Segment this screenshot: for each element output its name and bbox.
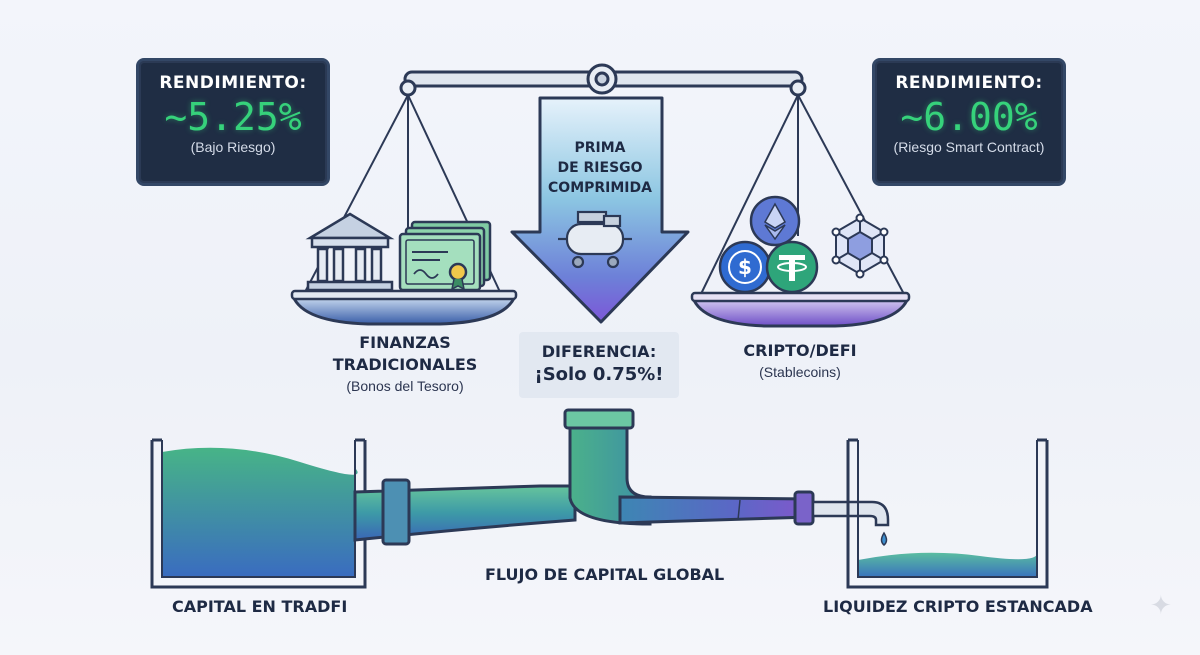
compressor-icon <box>558 210 632 269</box>
pipe-flange-left <box>381 478 411 546</box>
balance-scale <box>304 63 906 297</box>
water-drop-icon <box>880 531 888 546</box>
risk-premium-text: PRIMA DE RIESGO COMPRIMIDA <box>545 138 655 198</box>
svg-text:$: $ <box>738 255 752 279</box>
right-yield-panel: RENDIMIENTO: ~6.00% (Riesgo Smart Contra… <box>872 58 1066 186</box>
tether-icon <box>765 240 819 294</box>
pipe-spout <box>811 500 890 527</box>
risk-premium-line1: PRIMA <box>574 140 626 156</box>
difference-label: DIFERENCIA: <box>541 342 657 361</box>
right-yield-label: RENDIMIENTO: <box>895 73 1043 93</box>
risk-premium-line3: COMPRIMIDA <box>548 180 652 196</box>
difference-value: ¡Solo 0.75%! <box>534 364 664 385</box>
left-yield-label: RENDIMIENTO: <box>159 73 307 93</box>
left-caption: FINANZAS TRADICIONALES (Bonos del Tesoro… <box>310 332 500 396</box>
left-yield-sub: (Bajo Riesgo) <box>190 139 276 155</box>
bank-icon <box>305 212 395 292</box>
right-tank <box>846 438 1049 589</box>
right-yield-sub: (Riesgo Smart Contract) <box>893 139 1045 155</box>
left-caption-sub: (Bonos del Tesoro) <box>346 378 464 394</box>
risk-premium-arrow <box>510 96 690 324</box>
left-caption-line1: FINANZAS <box>359 333 451 352</box>
certificate-icon <box>398 220 492 292</box>
left-caption-line2: TRADICIONALES <box>332 355 478 374</box>
left-yield-panel: RENDIMIENTO: ~5.25% (Bajo Riesgo) <box>136 58 330 186</box>
ethereum-icon <box>749 195 801 247</box>
risk-premium-line2: DE RIESGO <box>557 160 643 176</box>
difference-box: DIFERENCIA: ¡Solo 0.75%! <box>519 332 679 398</box>
right-caption: CRIPTO/DEFI (Stablecoins) <box>720 340 880 382</box>
pipe-flange-right <box>793 490 815 526</box>
blockchain-cube-icon <box>831 213 889 279</box>
right-yield-value: ~6.00% <box>900 95 1038 139</box>
usdc-icon: $ <box>718 240 772 294</box>
sparkle-icon: ✦ <box>1150 590 1172 620</box>
right-caption-title: CRIPTO/DEFI <box>743 341 857 360</box>
left-scale-pan <box>290 289 518 326</box>
right-tank-label: LIQUIDEZ CRIPTO ESTANCADA <box>823 597 1093 616</box>
right-hanger-ring <box>789 79 807 97</box>
right-scale-pan <box>690 291 911 328</box>
right-caption-sub: (Stablecoins) <box>759 364 841 380</box>
pipe-right-segment <box>618 495 812 525</box>
flow-label: FLUJO DE CAPITAL GLOBAL <box>485 565 725 584</box>
left-yield-value: ~5.25% <box>164 95 302 139</box>
left-tank-label: CAPITAL EN TRADFI <box>172 597 348 616</box>
left-hanger-ring <box>399 79 417 97</box>
left-tank <box>150 438 367 589</box>
